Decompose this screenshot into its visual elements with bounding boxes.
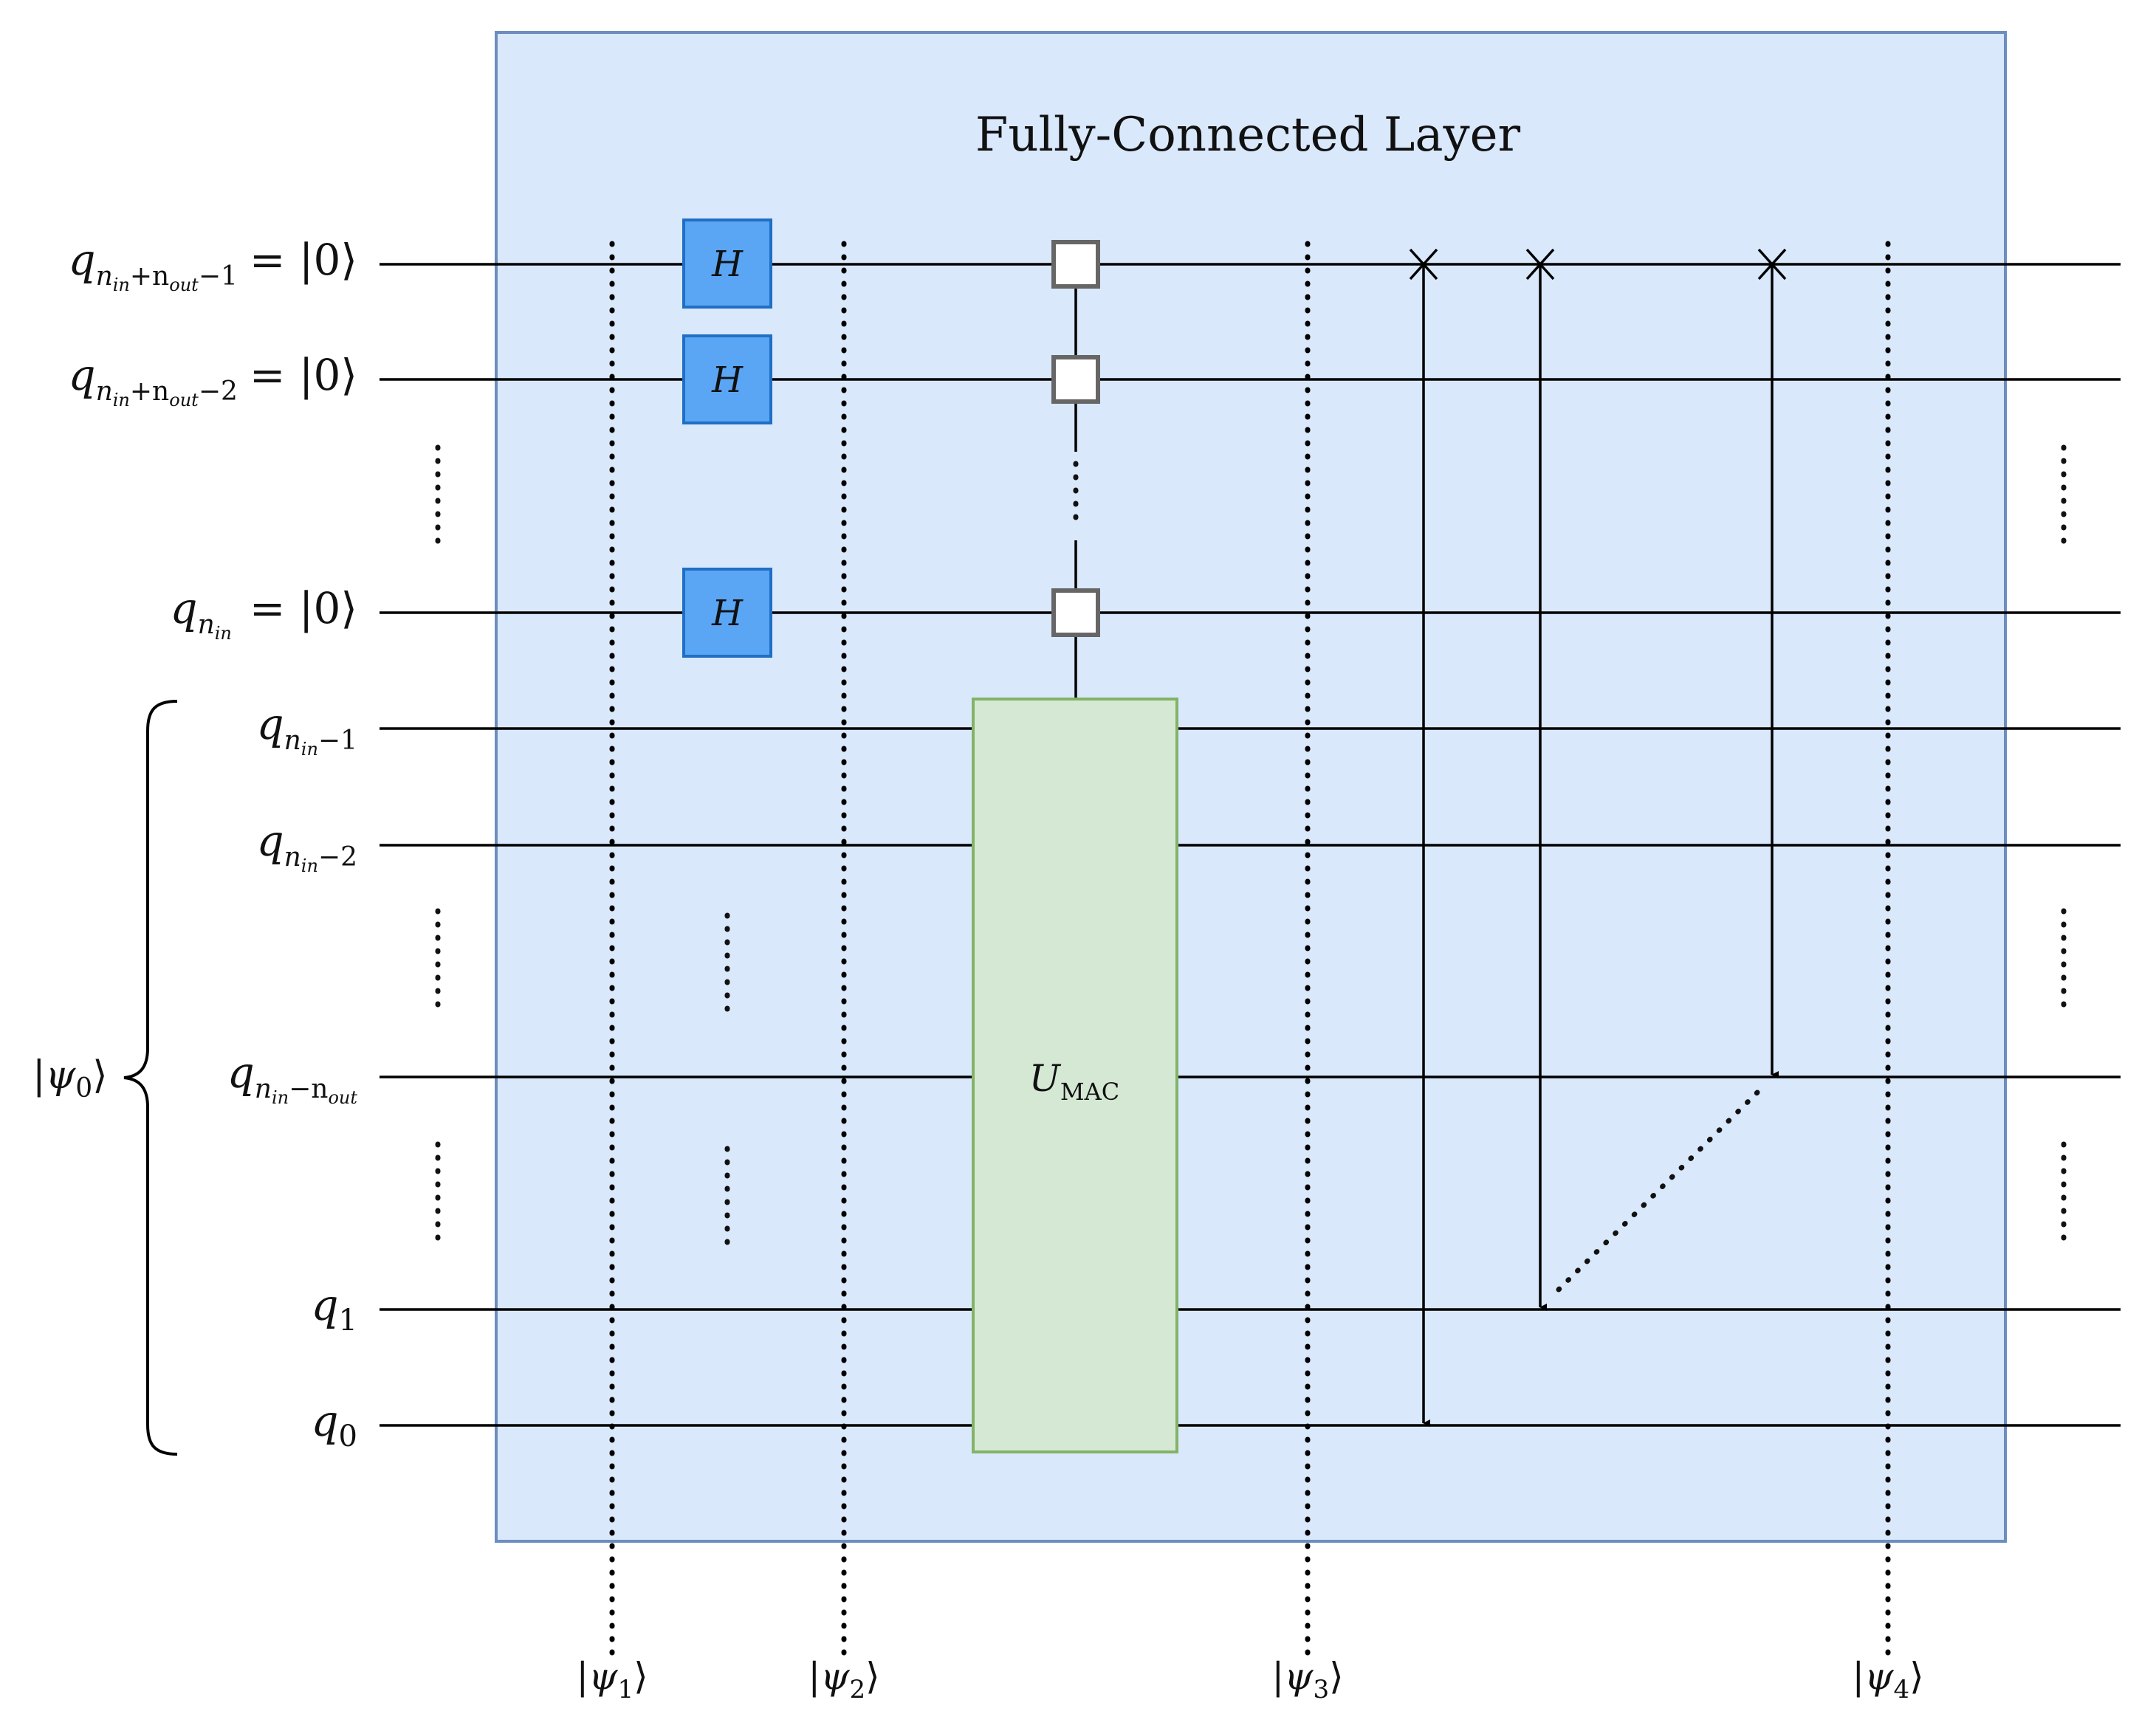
qubit-label-nin-minus-1: qnin−1 — [256, 699, 357, 760]
qubit-label-q1: q1 — [311, 1280, 357, 1338]
qubit-wires — [380, 263, 2121, 1427]
qubit-label-top-2: qnin+nout−2= |0⟩ — [68, 350, 357, 410]
register-label: |ψ0⟩ — [32, 1053, 108, 1104]
control-box-3 — [1051, 588, 1100, 637]
hadamard-gates: H H H — [682, 218, 772, 658]
control-boxes — [1051, 240, 1100, 637]
hadamard-gate-1: H — [682, 218, 772, 309]
output-moves — [1409, 248, 1787, 1427]
curly-brace-icon — [123, 700, 178, 1456]
qubit-label-q0: q0 — [311, 1396, 357, 1453]
slice-label-3: |ψ3⟩ — [1271, 1655, 1343, 1704]
register-brace: |ψ0⟩ — [32, 700, 178, 1456]
layer-title: Fully-Connected Layer — [975, 108, 1521, 162]
qubit-label-nin-minus-nout: qnin−nout — [227, 1047, 358, 1108]
hadamard-label-1: H — [711, 244, 744, 285]
qubit-label-nin-minus-2: qnin−2 — [256, 816, 357, 876]
hadamard-label-2: H — [711, 359, 744, 401]
control-box-1 — [1051, 240, 1100, 289]
slice-label-2: |ψ2⟩ — [808, 1655, 879, 1704]
slice-labels: |ψ1⟩ |ψ2⟩ |ψ3⟩ |ψ4⟩ — [576, 1655, 1923, 1704]
time-slices — [609, 241, 1891, 1656]
control-box-2 — [1051, 355, 1100, 404]
umac-gate: UMAC — [972, 698, 1178, 1453]
hadamard-label-3: H — [711, 593, 744, 634]
slice-label-4: |ψ4⟩ — [1852, 1655, 1923, 1704]
umac-label: UMAC — [1029, 1057, 1120, 1106]
qubit-label-top-1: qnin+nout−1= |0⟩ — [68, 235, 357, 295]
hadamard-gate-3: H — [682, 568, 772, 658]
slice-label-1: |ψ1⟩ — [576, 1655, 648, 1704]
qubit-labels: qnin+nout−1= |0⟩ qnin+nout−2= |0⟩ qnin= … — [68, 235, 357, 1453]
hadamard-gate-2: H — [682, 334, 772, 424]
qubit-label-nin: qnin= |0⟩ — [170, 583, 357, 644]
ellipsis-dots — [435, 444, 2067, 1255]
